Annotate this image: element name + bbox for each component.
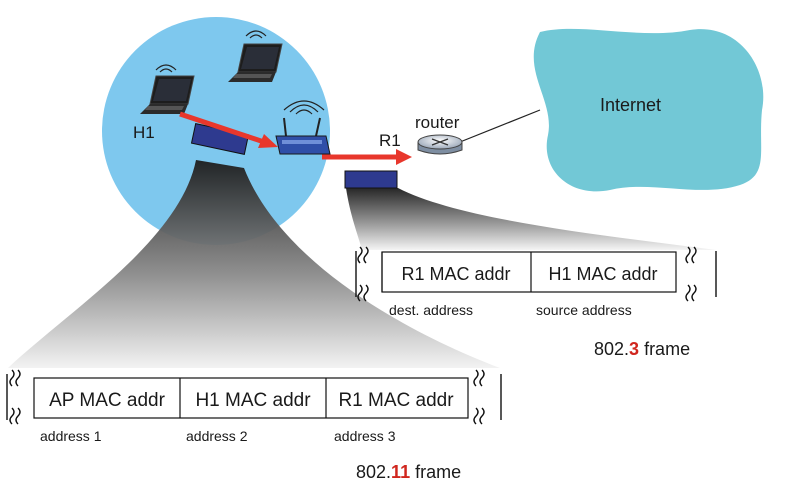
frame-8023-left-break [355, 246, 369, 302]
frame-8023-right-break [685, 246, 717, 302]
frame-80211-field-3: R1 MAC addr [338, 390, 454, 411]
frame-80211-left-break [6, 369, 21, 425]
frame-80211-caption-prefix: 802. [356, 462, 391, 482]
laptop-icon [140, 64, 195, 114]
frame-80211-field-1: AP MAC addr [49, 390, 165, 411]
funnel-80211 [8, 160, 500, 368]
frame-80211-right-break [473, 369, 502, 425]
frame-80211-sublabel-1: address 1 [40, 428, 102, 444]
wireless-access-point-icon [275, 100, 331, 155]
frame-80211-caption: 802.11 frame [356, 462, 461, 482]
frame-80211: AP MAC addr H1 MAC addr R1 MAC addr addr… [6, 369, 502, 482]
router-icon [417, 134, 463, 155]
internet-label: Internet [600, 95, 661, 115]
arrow-ap-to-router [322, 149, 412, 165]
router-internet-link [459, 109, 541, 143]
frame-8023-caption-suffix: frame [639, 339, 690, 359]
frame-8023-field-2: H1 MAC addr [548, 264, 657, 284]
funnel-8023 [346, 188, 716, 250]
router-label-r1: R1 [379, 131, 401, 150]
frame-80211-sublabel-3: address 3 [334, 428, 396, 444]
arrow-h1-to-ap [179, 111, 278, 148]
frame-8023-caption-prefix: 802. [594, 339, 629, 359]
frame-8023: R1 MAC addr H1 MAC addr dest. address so… [355, 246, 717, 359]
frame-80211-sublabel-2: address 2 [186, 428, 248, 444]
frame-80211-caption-number: 11 [391, 462, 410, 482]
frame-8023-body [381, 251, 677, 293]
frame-8023-caption-number: 3 [629, 339, 639, 359]
frame-8023-sublabel-2: source address [536, 302, 632, 318]
laptop-icon [228, 30, 283, 82]
frame-block-8023 [344, 170, 398, 189]
router-label: router [415, 113, 460, 132]
host-label-h1: H1 [133, 123, 155, 142]
frame-8023-caption: 802.3 frame [594, 339, 690, 359]
frame-8023-sublabel-1: dest. address [389, 302, 473, 318]
frame-8023-field-1: R1 MAC addr [401, 264, 510, 284]
frame-80211-field-2: H1 MAC addr [195, 390, 311, 411]
frame-80211-body [33, 377, 469, 419]
internet-cloud [533, 28, 764, 192]
frame-80211-caption-suffix: frame [410, 462, 461, 482]
